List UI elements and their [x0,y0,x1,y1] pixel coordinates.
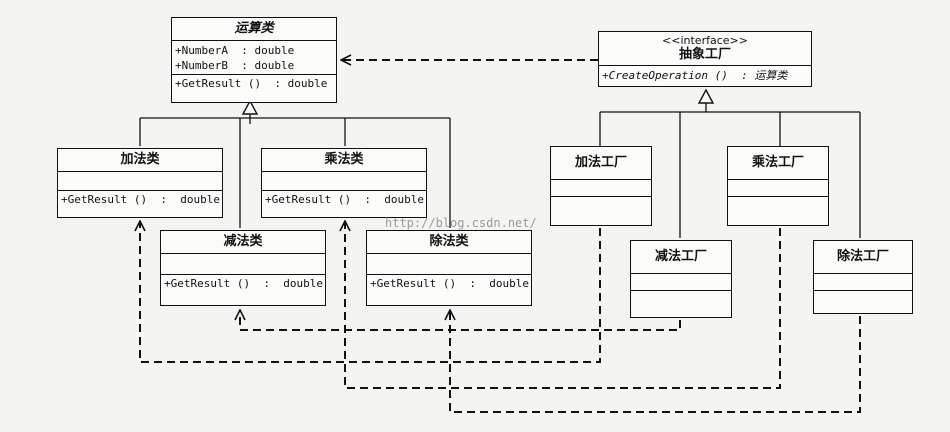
class-add[interactable]: 加法类 +GetResult () : double [57,148,223,218]
factory-sub[interactable]: 减法工厂 [630,240,732,318]
class-div-method: +GetResult () : double [370,277,529,290]
attribute-numbera: +NumberA : double [175,44,295,57]
class-div[interactable]: 除法类 +GetResult () : double [366,230,532,306]
class-add-method: +GetResult () : double [61,193,220,206]
factory-add[interactable]: 加法工厂 [550,146,652,226]
factory-div-methods [814,291,912,307]
factory-sub-title: 减法工厂 [631,241,731,274]
class-add-title: 加法类 [58,149,222,172]
inheritance-operation [139,117,451,228]
class-operation-method: +GetResult () : double [175,77,328,90]
interface-abstract-factory-title: <<interface>> 抽象工厂 [599,32,811,66]
class-div-title: 除法类 [367,231,531,254]
dependency-sub-factory-to-sub [240,310,681,331]
inheritance-factory [599,106,861,238]
class-operation-title: 运算类 [172,18,336,41]
interface-abstract-factory[interactable]: <<interface>> 抽象工厂 +CreateOperation () :… [598,31,812,87]
dependency-mul-factory-to-mul [345,221,781,389]
watermark: http://blog.csdn.net/ [385,216,537,230]
factory-mul-attributes [728,180,828,197]
factory-div[interactable]: 除法工厂 [813,240,913,314]
interface-name: 抽象工厂 [678,47,731,62]
class-mul-method: +GetResult () : double [265,193,424,206]
attribute-numberb: +NumberB : double [175,59,295,72]
class-add-attributes [58,172,222,191]
class-sub-title: 减法类 [161,231,325,254]
factory-add-title: 加法工厂 [551,147,651,180]
dependency-div-factory-to-div [450,310,861,413]
class-operation-attributes: +NumberA : double +NumberB : double [172,41,336,75]
factory-div-attributes [814,274,912,291]
factory-sub-attributes [631,274,731,291]
factory-div-title: 除法工厂 [814,241,912,274]
class-sub-method: +GetResult () : double [164,277,323,290]
interface-method: +CreateOperation () : 运算类 [602,69,788,82]
factory-mul[interactable]: 乘法工厂 [727,146,829,226]
dependency-add-factory-to-add [140,221,601,363]
class-div-attributes [367,254,531,275]
factory-add-methods [551,197,651,213]
class-mul[interactable]: 乘法类 +GetResult () : double [261,148,427,218]
class-mul-attributes [262,172,426,191]
class-mul-title: 乘法类 [262,149,426,172]
factory-add-attributes [551,180,651,197]
factory-mul-methods [728,197,828,213]
class-operation[interactable]: 运算类 +NumberA : double +NumberB : double … [171,17,337,103]
interface-stereotype: <<interface>> [662,34,748,47]
class-sub[interactable]: 减法类 +GetResult () : double [160,230,326,306]
class-sub-attributes [161,254,325,275]
factory-sub-methods [631,291,731,307]
factory-mul-title: 乘法工厂 [728,147,828,180]
inheritance-triangle-factory [697,88,715,104]
